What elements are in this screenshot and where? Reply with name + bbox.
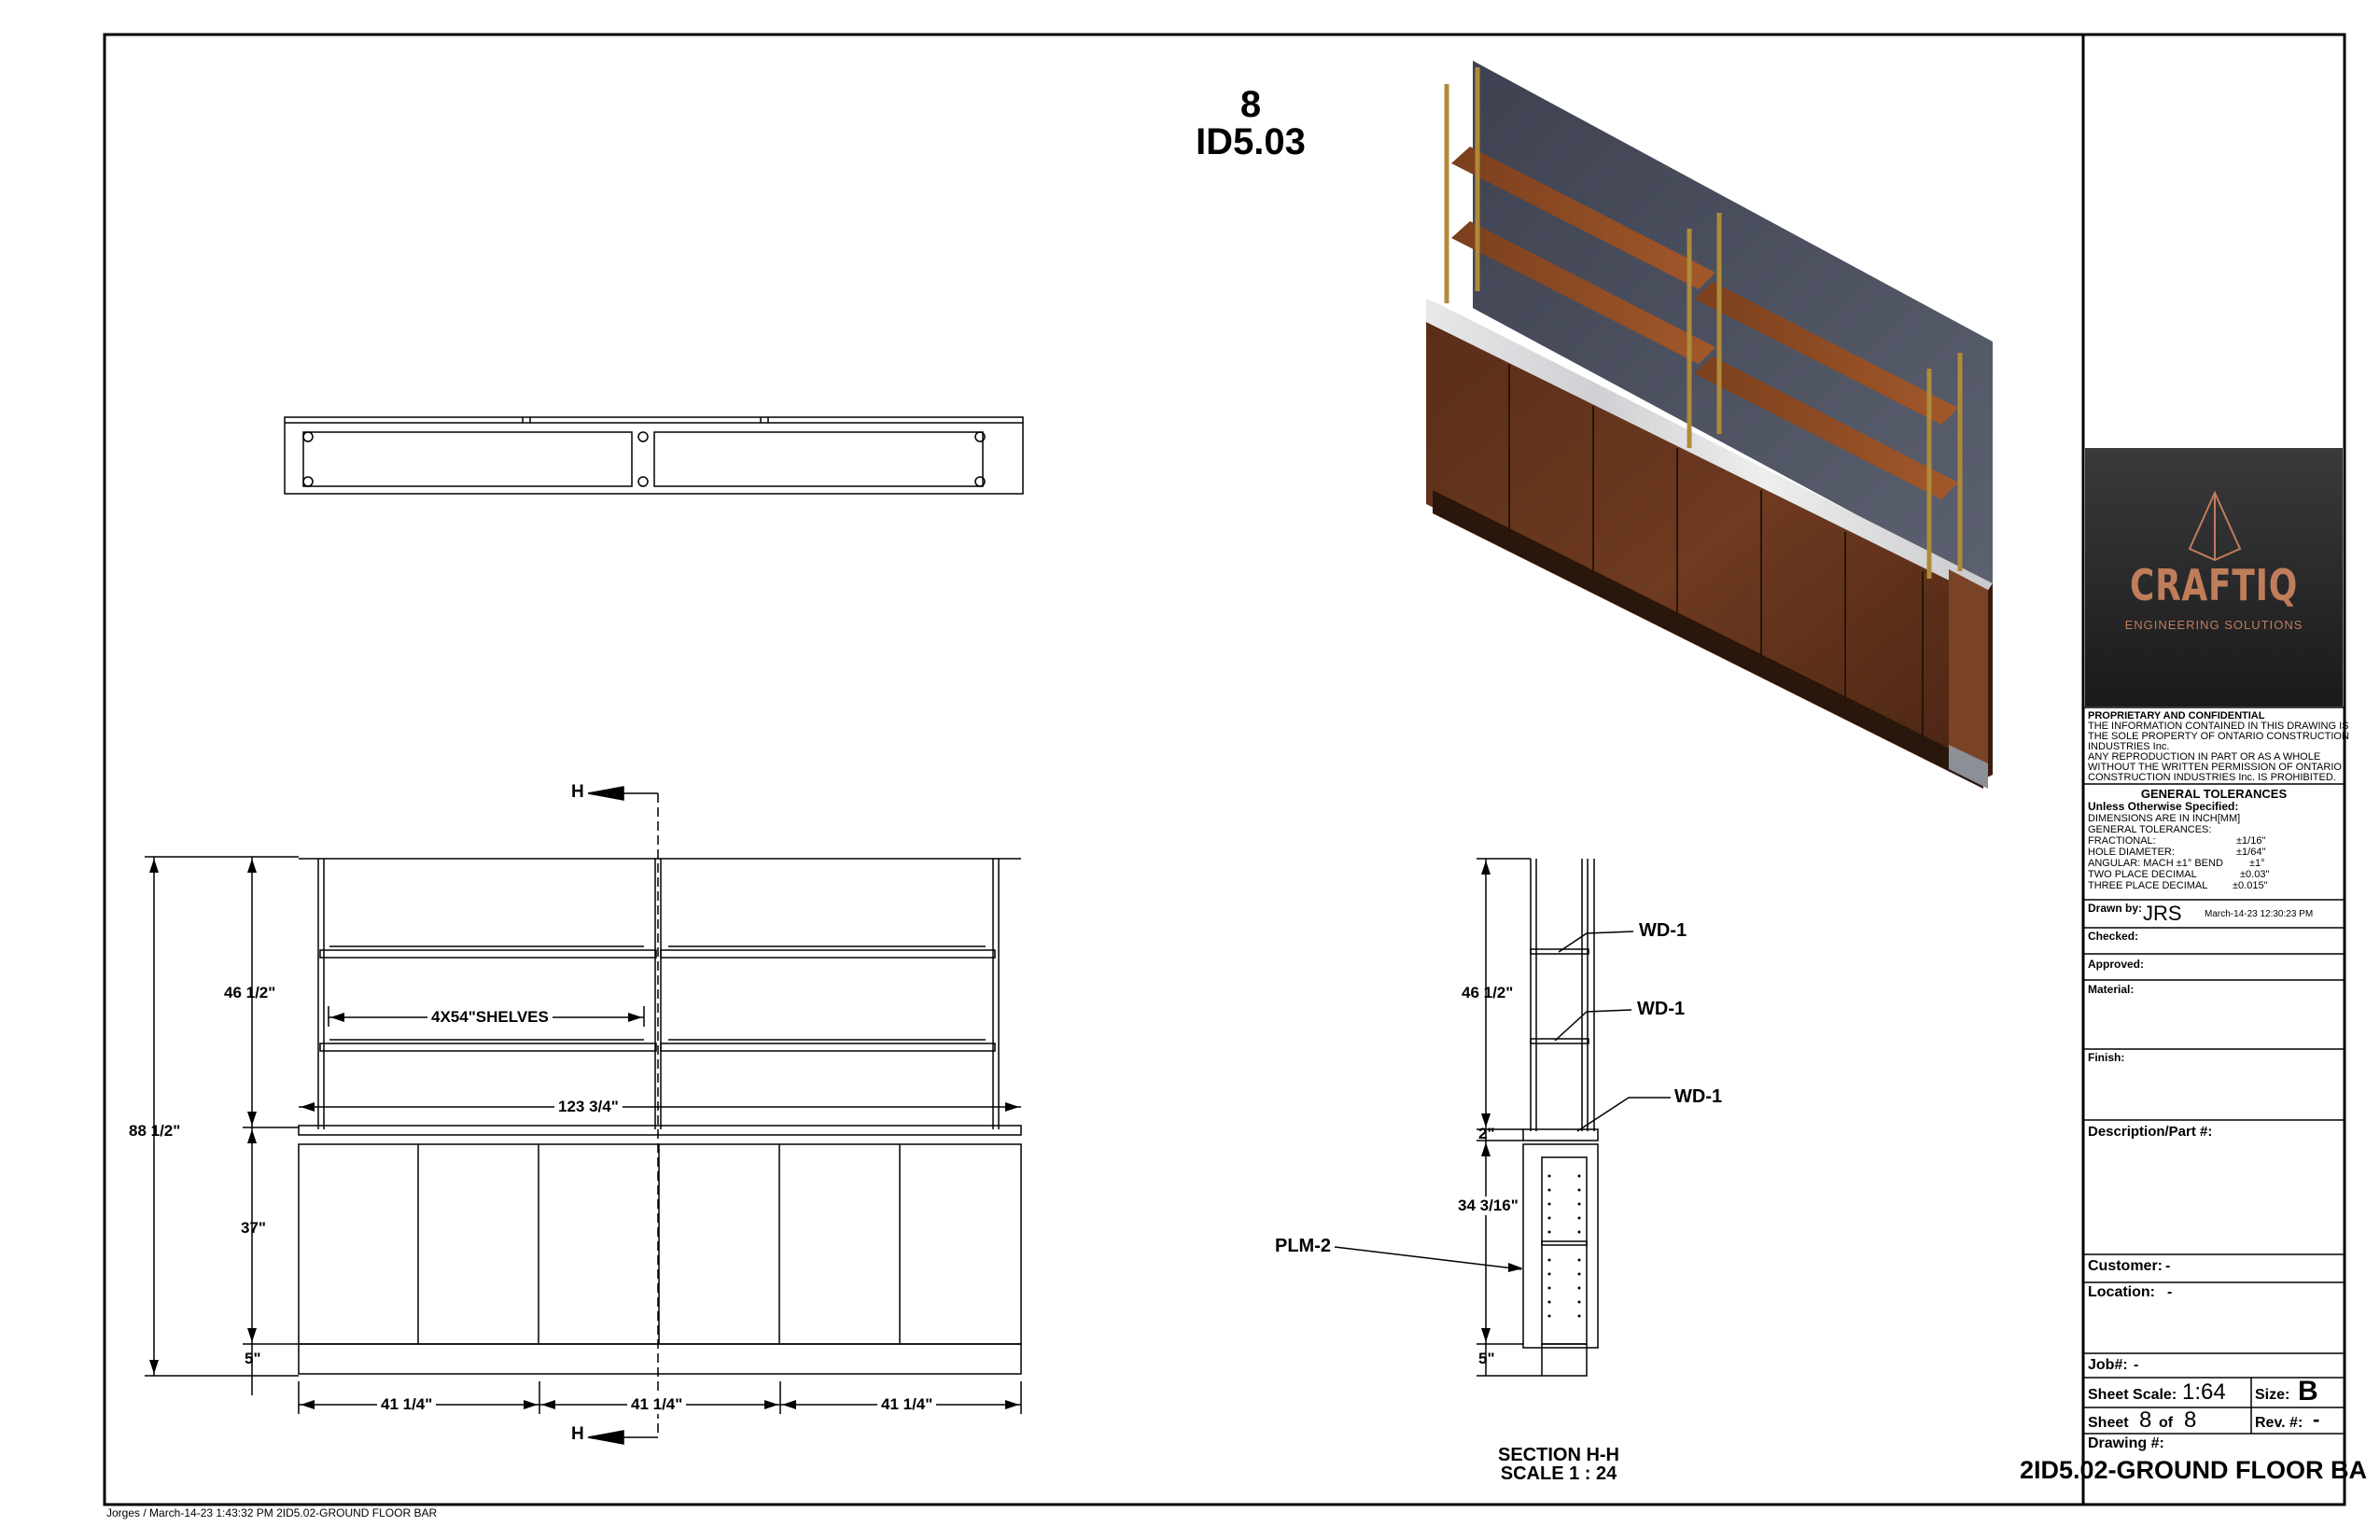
tolerance-line: HOLE DIAMETER: <box>2088 847 2175 858</box>
section-shelf-height-dim: 46 1/2" <box>1462 984 1514 1001</box>
description-label: Description/Part #: <box>2088 1124 2213 1140</box>
of-label: of <box>2159 1415 2174 1431</box>
section-dots <box>1481 861 1581 1342</box>
finish-label: Finish: <box>2088 1051 2125 1064</box>
drawn-date: March-14-23 12:30:23 PM <box>2205 909 2314 919</box>
size-label: Size: <box>2255 1387 2290 1403</box>
proprietary-line: INDUSTRIES Inc. <box>2088 741 2170 752</box>
section-scale: SCALE 1 : 24 <box>1500 1463 1617 1484</box>
callout-wd1-b: WD-1 <box>1637 999 1686 1019</box>
rev-value: - <box>2313 1407 2320 1431</box>
total-height-dim: 88 1/2" <box>129 1122 181 1140</box>
logo-background <box>2085 448 2343 707</box>
rev-label: Rev. #: <box>2255 1415 2303 1431</box>
sheet-border <box>103 33 2346 1506</box>
drawing-reference: ID5.03 <box>1196 121 1306 162</box>
proprietary-line: ANY REPRODUCTION IN PART OR AS A WHOLE <box>2088 751 2321 763</box>
proprietary-line: THE SOLE PROPERTY OF ONTARIO CONSTRUCTIO… <box>2088 731 2349 742</box>
drawing-number-label: Drawing #: <box>2088 1435 2164 1451</box>
tolerance-line: THREE PLACE DECIMAL <box>2088 880 2208 891</box>
tolerances-unless: Unless Otherwise Specified: <box>2088 800 2239 813</box>
callout-wd1-a: WD-1 <box>1639 920 1687 941</box>
drawing-number: 2ID5.02-GROUND FLOOR BA <box>2020 1456 2368 1484</box>
isometric-render <box>1426 61 1993 789</box>
customer-value: - <box>2165 1258 2171 1274</box>
tolerance-value: ±1/64" <box>2236 847 2266 858</box>
section-width-1: 41 1/4" <box>377 1395 437 1414</box>
proprietary-line: WITHOUT THE WRITTEN PERMISSION OF ONTARI… <box>2088 762 2342 773</box>
section-marker-top: H <box>571 782 584 802</box>
tolerance-value: ±1° <box>2249 858 2265 869</box>
tolerance-value: ±0.015" <box>2233 880 2268 891</box>
section-base-dim: 5" <box>1478 1350 1495 1367</box>
plan-view <box>284 416 1024 495</box>
tolerance-line: ANGULAR: MACH ±1° BEND <box>2088 858 2223 869</box>
location-label: Location: <box>2088 1284 2155 1300</box>
callout-wd1-c: WD-1 <box>1674 1086 1723 1107</box>
sheet-num-value: 8 <box>2139 1407 2152 1433</box>
tolerance-line: FRACTIONAL: <box>2088 835 2156 847</box>
logo-icon <box>2188 490 2242 562</box>
sheet-number: 8 <box>1239 84 1262 125</box>
section-marker-bottom: H <box>571 1424 584 1444</box>
section-title: SECTION H-H <box>1498 1445 1619 1465</box>
proprietary-line: CONSTRUCTION INDUSTRIES Inc. IS PROHIBIT… <box>2088 772 2336 783</box>
overall-width-dim: 123 3/4" <box>554 1098 623 1116</box>
logo-tagline: ENGINEERING SOLUTIONS <box>2124 618 2303 632</box>
sheet-label: Sheet <box>2088 1415 2129 1431</box>
title-block-grid <box>2083 707 2345 1435</box>
cabinet-height-dim: 37" <box>241 1219 266 1237</box>
logo-name: CRAFTIQ <box>2129 560 2299 610</box>
tolerance-value: ±0.03" <box>2240 869 2270 880</box>
shelf-height-dim: 46 1/2" <box>224 984 276 1001</box>
tolerance-line: TWO PLACE DECIMAL <box>2088 869 2197 880</box>
sheet-scale-value: 1:64 <box>2182 1379 2226 1405</box>
front-elevation <box>145 786 1022 1445</box>
tolerance-line: GENERAL TOLERANCES: <box>2088 824 2212 835</box>
approved-label: Approved: <box>2088 958 2144 971</box>
sheet-total-value: 8 <box>2184 1407 2197 1433</box>
footer-note: Jorges / March-14-23 1:43:32 PM 2ID5.02-… <box>106 1506 438 1519</box>
arrowheads <box>149 859 1019 1409</box>
section-top-dim: 2" <box>1478 1125 1495 1142</box>
base-height-dim: 5" <box>245 1350 261 1367</box>
tolerance-line: DIMENSIONS ARE IN INCH[MM] <box>2088 813 2241 824</box>
drawn-by-value: JRS <box>2143 902 2182 925</box>
size-value: B <box>2298 1376 2318 1407</box>
sheet-scale-label: Sheet Scale: <box>2088 1387 2177 1403</box>
drawn-by-label: Drawn by: <box>2088 902 2143 915</box>
section-width-3: 41 1/4" <box>877 1395 937 1414</box>
customer-label: Customer: <box>2088 1258 2163 1274</box>
proprietary-line: THE INFORMATION CONTAINED IN THIS DRAWIN… <box>2088 721 2349 732</box>
job-label: Job#: <box>2088 1357 2128 1373</box>
tolerance-value: ±1/16" <box>2236 835 2266 847</box>
proprietary-title: PROPRIETARY AND CONFIDENTIAL <box>2088 710 2265 721</box>
section-width-2: 41 1/4" <box>627 1395 687 1414</box>
job-value: - <box>2134 1357 2139 1373</box>
shelves-note: 4X54"SHELVES <box>427 1008 553 1027</box>
callout-plm2: PLM-2 <box>1275 1236 1331 1256</box>
section-cabinet-dim: 34 3/16" <box>1458 1197 1519 1215</box>
section-view <box>1334 858 1671 1377</box>
material-label: Material: <box>2088 983 2135 996</box>
checked-label: Checked: <box>2088 930 2139 943</box>
location-value: - <box>2167 1284 2173 1300</box>
tolerances-title: GENERAL TOLERANCES <box>2140 787 2288 801</box>
